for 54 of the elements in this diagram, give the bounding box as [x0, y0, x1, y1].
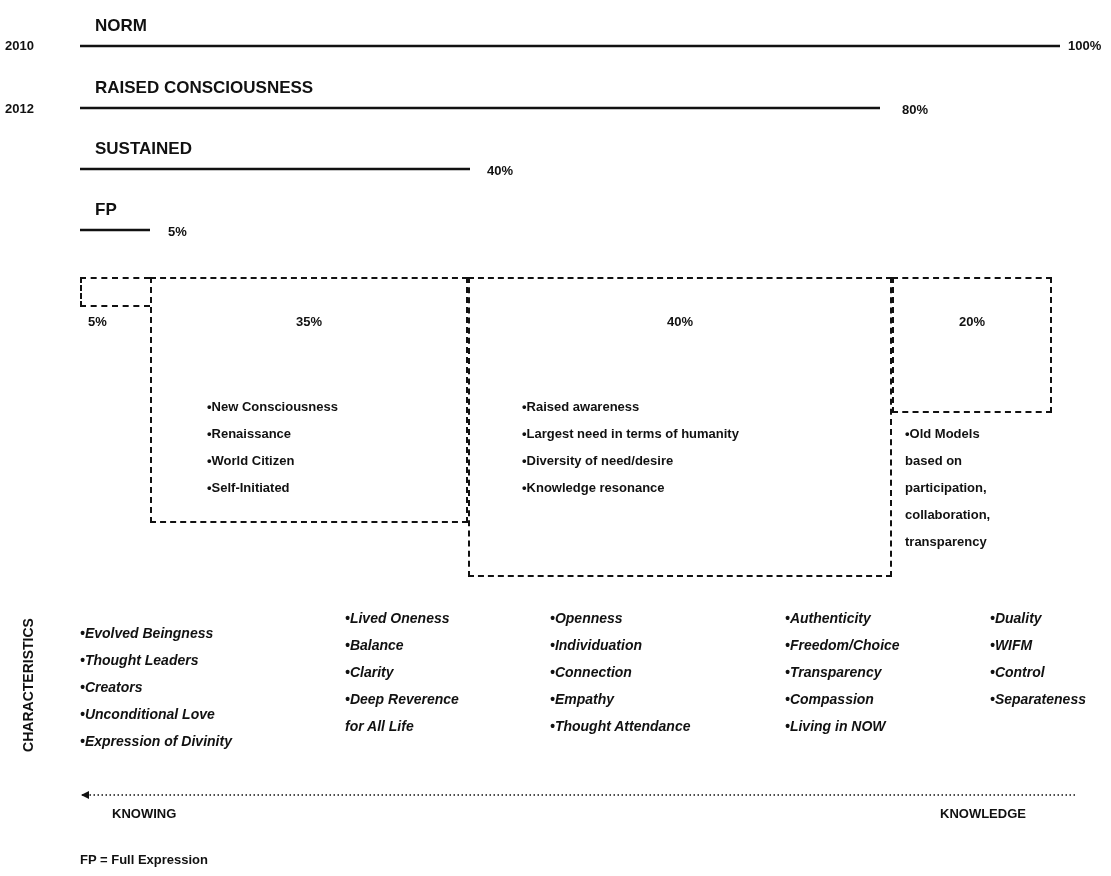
note-text: •Old Models based on participation, collaboration, transparency	[905, 425, 992, 551]
characteristic-item: •Creators	[80, 679, 143, 695]
percent-label: 35%	[296, 314, 322, 330]
characteristic-item: •Deep Reverence for All Life	[345, 690, 460, 736]
dashed-box	[80, 277, 150, 307]
characteristic-item: •Separateness	[990, 691, 1086, 707]
year-label: 2012	[5, 101, 34, 117]
dashed-box	[468, 277, 892, 577]
bullet-item: •New Consciousness	[207, 399, 338, 415]
bullet-item: •Renaissance	[207, 426, 292, 442]
percent-label: 100%	[1068, 38, 1102, 54]
bar-title: RAISED CONSCIOUSNESS	[95, 78, 314, 98]
characteristic-item: •WIFM	[990, 637, 1033, 653]
characteristic-item: •Authenticity	[785, 610, 871, 626]
axis-label: KNOWLEDGE	[940, 806, 1026, 822]
section-heading: CHARACTERISTICS	[20, 618, 36, 752]
characteristic-item: •Duality	[990, 610, 1042, 626]
characteristic-item: •Clarity	[345, 664, 394, 680]
characteristic-item: •Individuation	[550, 637, 642, 653]
dashed-box	[892, 277, 1052, 413]
bullet-item: •Largest need in terms of humanity	[522, 426, 739, 442]
percent-label: 20%	[959, 314, 985, 330]
characteristic-item: •Openness	[550, 610, 623, 626]
characteristic-item: •Thought Attendance	[550, 718, 691, 734]
characteristic-item: •Connection	[550, 664, 632, 680]
characteristic-item: •Control	[990, 664, 1045, 680]
bar-title: SUSTAINED	[95, 139, 192, 159]
characteristic-item: •Empathy	[550, 691, 615, 707]
characteristic-item: •Unconditional Love	[80, 706, 215, 722]
percent-label: 80%	[902, 102, 929, 118]
bar-title: NORM	[95, 16, 147, 36]
bullet-item: •World Citizen	[207, 453, 295, 469]
bar-title: FP	[95, 200, 117, 220]
characteristic-item: •Lived Oneness	[345, 610, 450, 626]
bullet-item: •Self-Initiated	[207, 480, 290, 496]
axis-label: KNOWING	[112, 806, 177, 822]
year-label: 2010	[5, 38, 34, 54]
characteristic-item: •Living in NOW	[785, 718, 886, 734]
percent-label: 40%	[487, 163, 514, 179]
characteristic-item: •Compassion	[785, 691, 874, 707]
bullet-item: •Raised awareness	[522, 399, 640, 415]
bullet-item: •Diversity of need/desire	[522, 453, 674, 469]
dashed-box	[150, 277, 468, 523]
characteristic-item: •Thought Leaders	[80, 652, 199, 668]
characteristic-item: •Freedom/Choice	[785, 637, 900, 653]
characteristic-item: •Transparency	[785, 664, 882, 680]
characteristic-item: •Balance	[345, 637, 404, 653]
characteristic-item: •Evolved Beingness	[80, 625, 214, 641]
percent-label: 40%	[667, 314, 693, 330]
percent-label: 5%	[168, 224, 187, 240]
bullet-item: •Knowledge resonance	[522, 480, 665, 496]
percent-label: 5%	[88, 314, 107, 330]
footnote-text: FP = Full Expression	[80, 852, 208, 868]
characteristic-item: •Expression of Divinity	[80, 733, 232, 749]
